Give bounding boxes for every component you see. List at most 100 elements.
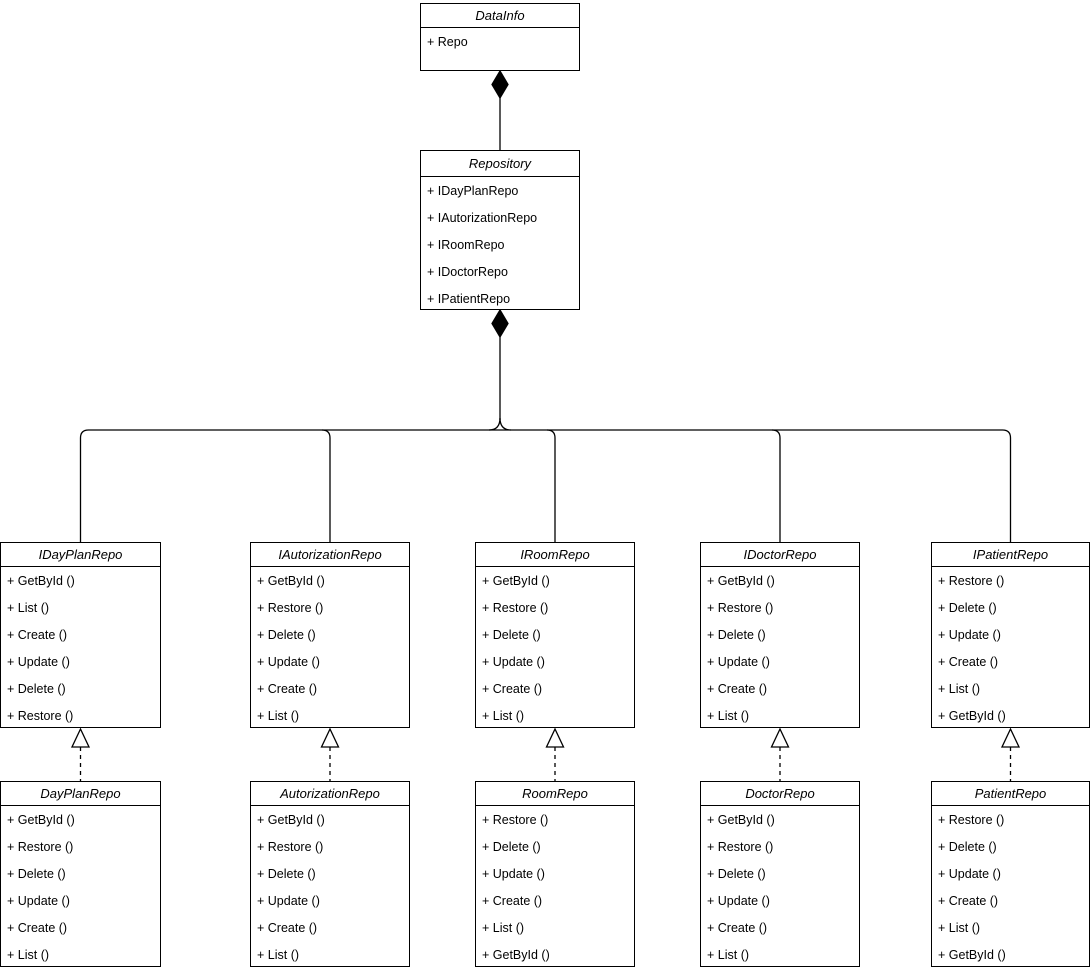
- class-members: + GetById () + Restore () + Delete () + …: [251, 567, 409, 730]
- class-member: + Delete (): [482, 839, 541, 854]
- class-member: + Delete (): [938, 839, 997, 854]
- class-member: + Update (): [7, 893, 70, 908]
- class-member: + Update (): [707, 654, 770, 669]
- class-title: RoomRepo: [476, 782, 634, 806]
- class-member: + Create (): [707, 920, 768, 935]
- class-member: + Restore (): [257, 600, 324, 615]
- class-member: + Delete (): [938, 600, 997, 615]
- class-member: + List (): [7, 600, 50, 615]
- class-member: + Restore (): [938, 812, 1005, 827]
- class-member: + Restore (): [938, 573, 1005, 588]
- class-member: + Update (): [938, 627, 1001, 642]
- class-title: DayPlanRepo: [1, 782, 160, 806]
- class-title: PatientRepo: [932, 782, 1089, 806]
- class-ipatientrepo: IPatientRepo + Restore () + Delete () + …: [931, 542, 1090, 728]
- class-member: + Create (): [938, 654, 999, 669]
- junction-flare: [488, 417, 512, 431]
- bus-drop-iautorizationrepo: [321, 429, 331, 542]
- class-member: + Create (): [7, 920, 68, 935]
- class-member: + List (): [707, 709, 750, 724]
- class-members: + GetById () + List () + Create () + Upd…: [1, 567, 160, 730]
- class-member: + Update (): [257, 654, 320, 669]
- class-members: + GetById () + Restore () + Delete () + …: [476, 567, 634, 730]
- class-member: + IRoomRepo: [427, 237, 505, 252]
- class-member: + List (): [257, 948, 300, 963]
- composition-diamond-icon: [491, 69, 509, 100]
- composition-diamond-icon: [491, 308, 509, 339]
- class-member: + Create (): [482, 893, 543, 908]
- class-member: + Restore (): [7, 709, 74, 724]
- class-member: + Restore (): [7, 839, 74, 854]
- class-idayplanrepo: IDayPlanRepo + GetById () + List () + Cr…: [0, 542, 161, 728]
- class-member: + Update (): [707, 893, 770, 908]
- class-members: + Repo: [421, 28, 579, 70]
- class-member: + Delete (): [257, 866, 316, 881]
- class-member: + Delete (): [707, 866, 766, 881]
- class-datainfo: DataInfo + Repo: [420, 3, 580, 71]
- class-member: + List (): [482, 920, 525, 935]
- class-member: + Repo: [427, 34, 468, 49]
- class-member: + Create (): [257, 920, 318, 935]
- class-title: IDayPlanRepo: [1, 543, 160, 567]
- class-members: + Restore () + Delete () + Update () + C…: [476, 806, 634, 969]
- class-title: IRoomRepo: [476, 543, 634, 567]
- class-autorizationrepo: AutorizationRepo + GetById () + Restore …: [250, 781, 410, 967]
- class-member: + Restore (): [707, 839, 774, 854]
- class-dayplanrepo: DayPlanRepo + GetById () + Restore () + …: [0, 781, 161, 967]
- class-members: + IDayPlanRepo + IAutorizationRepo + IRo…: [421, 177, 579, 312]
- class-member: + Update (): [7, 654, 70, 669]
- generalization-arrowhead-icon: [770, 727, 790, 748]
- class-member: + List (): [707, 948, 750, 963]
- generalization-arrowhead-icon: [545, 727, 565, 748]
- class-member: + IDoctorRepo: [427, 264, 508, 279]
- class-member: + Update (): [482, 866, 545, 881]
- class-title: Repository: [421, 151, 579, 177]
- class-member: + GetById (): [7, 812, 75, 827]
- class-members: + Restore () + Delete () + Update () + C…: [932, 806, 1089, 969]
- class-roomrepo: RoomRepo + Restore () + Delete () + Upda…: [475, 781, 635, 967]
- class-title: AutorizationRepo: [251, 782, 409, 806]
- class-member: + GetById (): [938, 948, 1006, 963]
- class-members: + GetById () + Restore () + Delete () + …: [251, 806, 409, 969]
- realization-edge-autorizationrepo: [320, 727, 340, 781]
- class-member: + GetById (): [257, 812, 325, 827]
- class-member: + List (): [482, 709, 525, 724]
- class-member: + List (): [938, 920, 981, 935]
- class-member: + Restore (): [707, 600, 774, 615]
- class-member: + Delete (): [257, 627, 316, 642]
- class-member: + GetById (): [707, 812, 775, 827]
- class-member: + Create (): [482, 681, 543, 696]
- class-doctorrepo: DoctorRepo + GetById () + Restore () + D…: [700, 781, 860, 967]
- class-patientrepo: PatientRepo + Restore () + Delete () + U…: [931, 781, 1090, 967]
- class-member: + List (): [938, 681, 981, 696]
- class-title: IDoctorRepo: [701, 543, 859, 567]
- class-member: + GetById (): [482, 573, 550, 588]
- class-title: DataInfo: [421, 4, 579, 28]
- class-member: + IDayPlanRepo: [427, 183, 519, 198]
- class-member: + Delete (): [482, 627, 541, 642]
- class-members: + GetById () + Restore () + Delete () + …: [701, 806, 859, 969]
- class-member: + Restore (): [482, 600, 549, 615]
- class-member: + Create (): [938, 893, 999, 908]
- class-members: + GetById () + Restore () + Delete () + …: [701, 567, 859, 730]
- class-member: + Update (): [257, 893, 320, 908]
- class-member: + Create (): [707, 681, 768, 696]
- class-member: + Create (): [7, 627, 68, 642]
- class-member: + Restore (): [257, 839, 324, 854]
- class-member: + Delete (): [7, 866, 66, 881]
- class-members: + GetById () + Restore () + Delete () + …: [1, 806, 160, 969]
- class-iautorizationrepo: IAutorizationRepo + GetById () + Restore…: [250, 542, 410, 728]
- composition-edge-datainfo-repository: [491, 69, 509, 150]
- bus-drop-idoctorrepo: [771, 429, 781, 542]
- class-member: + IAutorizationRepo: [427, 210, 538, 225]
- class-member: + Create (): [257, 681, 318, 696]
- class-title: IPatientRepo: [932, 543, 1089, 567]
- class-member: + GetById (): [938, 709, 1006, 724]
- class-idoctorrepo: IDoctorRepo + GetById () + Restore () + …: [700, 542, 860, 728]
- realization-edge-doctorrepo: [770, 727, 790, 781]
- class-title: IAutorizationRepo: [251, 543, 409, 567]
- realization-edge-patientrepo: [1000, 727, 1021, 781]
- class-repository: Repository + IDayPlanRepo + IAutorizatio…: [420, 150, 580, 310]
